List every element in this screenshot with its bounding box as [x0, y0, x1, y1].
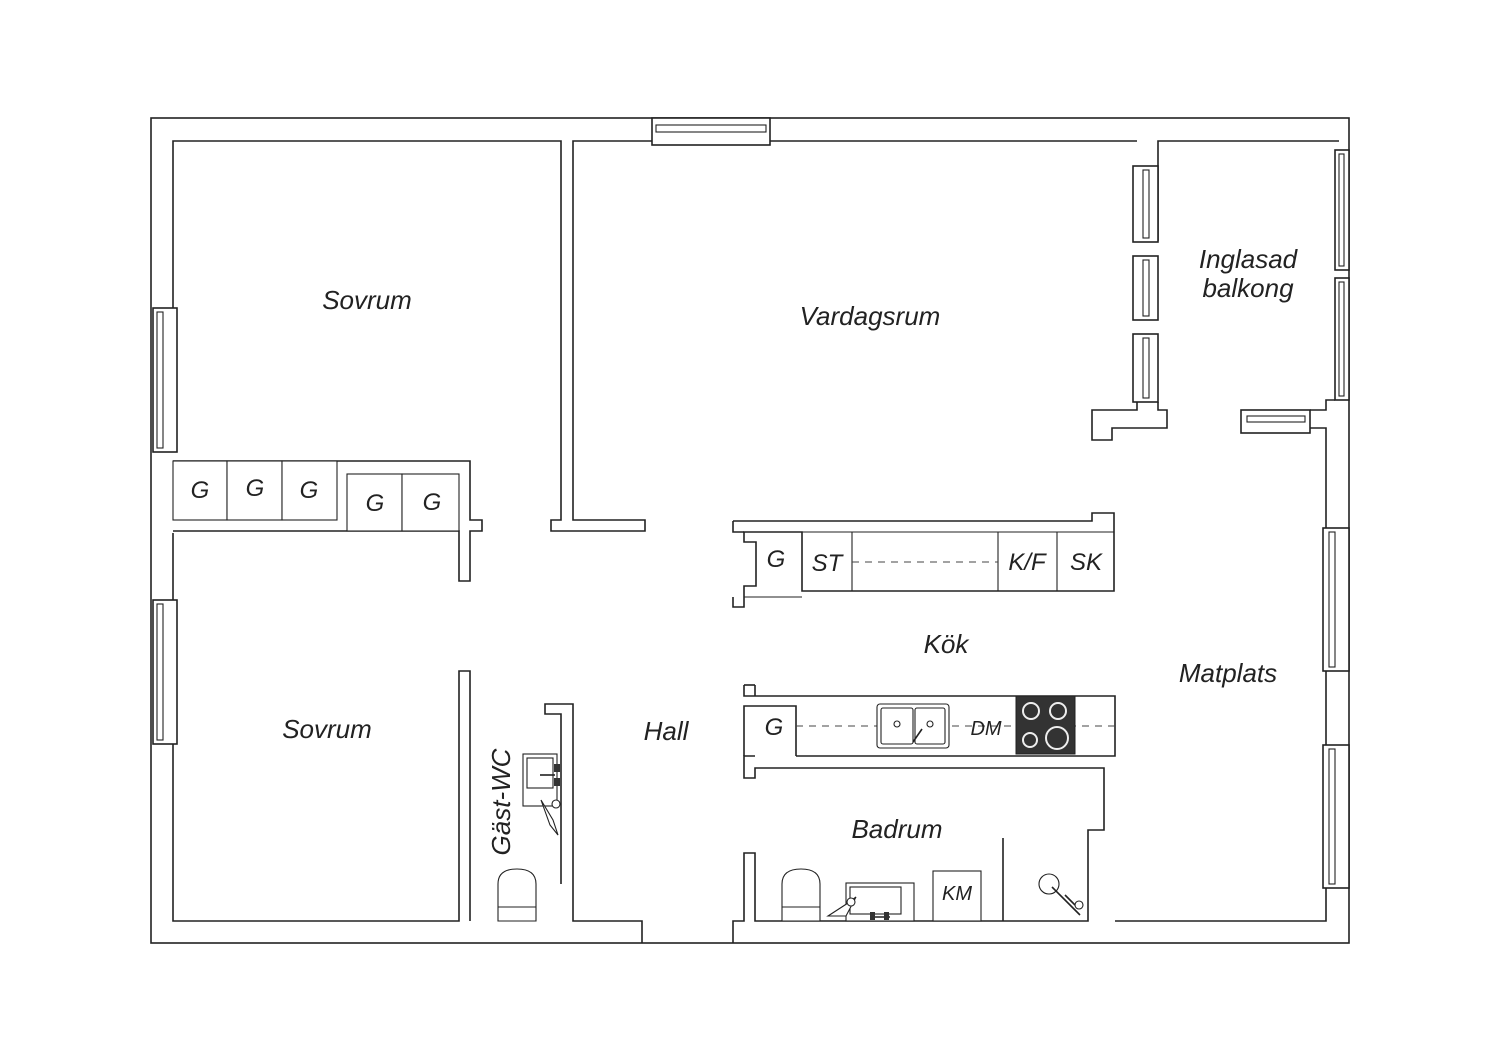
- kitchen-counter-top: [732, 512, 1115, 608]
- room-label-hall: Hall: [644, 716, 690, 746]
- cabinet-label: SK: [1070, 549, 1103, 576]
- room-label-badrum: Badrum: [851, 814, 942, 844]
- closet-wall-bedrooms: [172, 460, 483, 582]
- stove-label: ST: [812, 550, 845, 577]
- bathroom-fixtures: [781, 838, 1084, 922]
- windows: [152, 117, 1350, 889]
- wardrobe-label: G: [423, 489, 442, 516]
- room-label-vardagsrum: Vardagsrum: [800, 301, 941, 331]
- room-label-gast-wc: Gäst-WC: [486, 748, 516, 855]
- room-label-balkong-1: Inglasad: [1199, 244, 1299, 274]
- toilet-icon: [497, 868, 537, 922]
- dishwasher-label: DM: [970, 718, 1001, 740]
- guest-wc-fixtures: [497, 753, 561, 922]
- room-label-sovrum-bottom: Sovrum: [282, 714, 372, 744]
- toilet-icon: [781, 868, 821, 922]
- room-labels: Sovrum Sovrum Vardagsrum Inglasad balkon…: [282, 244, 1298, 855]
- room-label-kok: Kök: [924, 629, 971, 659]
- room-label-matplats: Matplats: [1179, 658, 1277, 688]
- wardrobe-label: G: [765, 714, 784, 741]
- wardrobe-label: G: [767, 546, 786, 573]
- wardrobe-label: G: [191, 477, 210, 504]
- wardrobe-label: G: [246, 475, 265, 502]
- room-label-sovrum-top: Sovrum: [322, 285, 412, 315]
- fridge-freezer-label: K/F: [1008, 549, 1047, 576]
- wardrobe-label: G: [300, 477, 319, 504]
- wardrobe-label: G: [366, 490, 385, 517]
- washing-machine-label: KM: [942, 883, 972, 905]
- room-label-balkong-2: balkong: [1202, 273, 1294, 303]
- kitchen-counter-bottom: [743, 684, 1116, 757]
- fixture-labels: G G G G G G G ST K/F SK DM KM: [191, 475, 1103, 905]
